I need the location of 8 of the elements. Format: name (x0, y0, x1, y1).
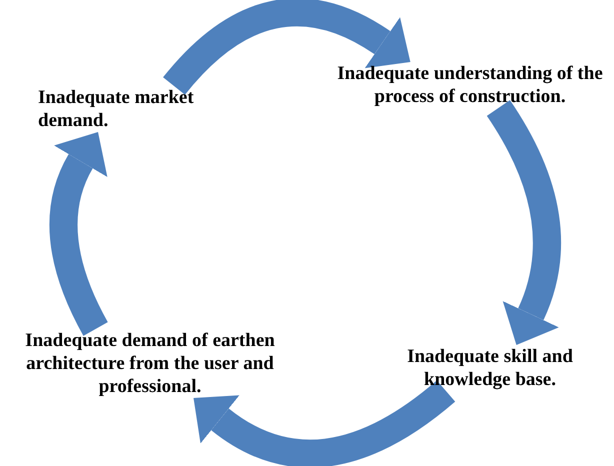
curved-arrow (163, 0, 412, 96)
cycle-step-text: Inadequate understanding of the process of construction. (328, 62, 612, 108)
cycle-step-text: Inadequate demand of earthen architecture from the user and professional. (14, 329, 286, 398)
curved-arrow (192, 380, 455, 466)
cycle-step-text: Inadequate market demand. (38, 86, 238, 132)
curved-arrow (50, 131, 108, 336)
cycle-step-text: Inadequate skill and knowledge base. (380, 345, 600, 391)
curved-arrow (486, 100, 561, 346)
